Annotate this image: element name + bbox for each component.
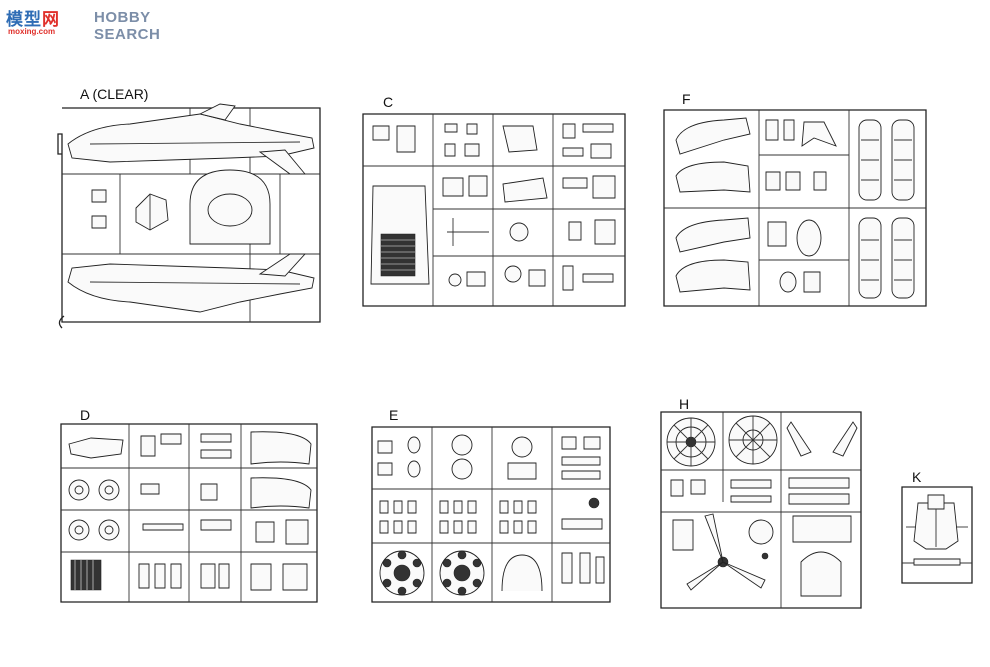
sprue-k-diagram — [902, 487, 972, 583]
watermark-logo-blue: 模型 — [6, 10, 42, 29]
watermark-wordmark: HOBBY SEARCH — [94, 9, 161, 43]
sprue-f-diagram — [664, 110, 926, 306]
sprue-a-diagram — [50, 104, 325, 326]
sprue-d-diagram — [61, 424, 317, 602]
sprue-label-k: K — [912, 469, 922, 485]
sprue-label-f: F — [682, 91, 691, 107]
watermark-logo-red: 网 — [42, 10, 60, 29]
watermark-logo: 模型网 — [6, 5, 60, 30]
sprue-c-diagram — [363, 114, 625, 306]
sprue-label-a: A (CLEAR) — [80, 86, 149, 102]
watermark-url: moxing.com — [8, 27, 56, 36]
sprue-label-d: D — [80, 407, 91, 423]
sprue-h-diagram — [661, 412, 861, 608]
sprue-label-e: E — [389, 407, 399, 423]
sprue-label-h: H — [679, 396, 690, 412]
sprue-e-diagram — [372, 427, 610, 602]
watermark: 模型网 HOBBY SEARCH moxing.com — [4, 3, 204, 43]
sprue-label-c: C — [383, 94, 394, 110]
